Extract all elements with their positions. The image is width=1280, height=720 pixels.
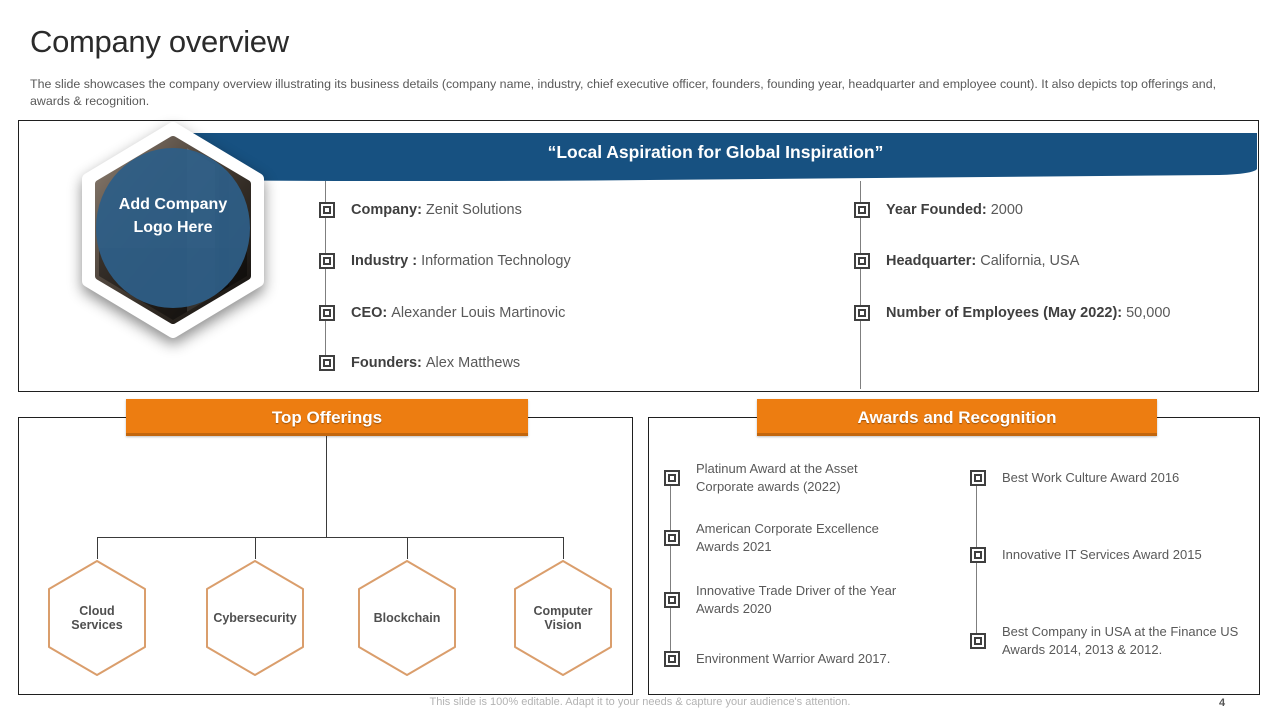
awards-panel [648, 417, 1260, 695]
square-bullet-icon [854, 253, 870, 269]
detail-row-industry: Industry :Information Technology [319, 248, 571, 274]
award-item: Best Work Culture Award 2016 [970, 458, 1242, 498]
award-text: Environment Warrior Award 2017. [696, 650, 891, 666]
award-text: Innovative IT Services Award 2015 [1002, 546, 1202, 562]
square-bullet-icon [319, 202, 335, 218]
tree-trunk-line [326, 436, 327, 537]
detail-label: Year Founded: [886, 202, 987, 218]
square-bullet-icon [664, 592, 680, 608]
detail-value: Alex Matthews [425, 355, 521, 371]
tree-stub-line [563, 537, 564, 559]
detail-value: Alexander Louis Martinovic [391, 305, 566, 321]
awards-banner: Awards and Recognition [757, 399, 1157, 436]
page-title: Company overview [30, 24, 289, 59]
top-offerings-title: Top Offerings [271, 407, 383, 427]
square-bullet-icon [854, 305, 870, 321]
detail-value: Zenit Solutions [425, 202, 522, 218]
detail-value: Information Technology [421, 253, 571, 269]
awards-title: Awards and Recognition [857, 407, 1057, 427]
logo-placeholder-text: Add Company Logo Here [118, 196, 228, 236]
detail-label: Company: [351, 202, 422, 218]
square-bullet-icon [854, 202, 870, 218]
award-item: American Corporate Excellence Awards 202… [664, 518, 911, 558]
detail-label: Industry : [351, 253, 418, 269]
tree-stub-line [97, 537, 98, 559]
tree-stub-line [255, 537, 256, 559]
square-bullet-icon [319, 355, 335, 371]
hexagon-photo-icon [82, 122, 264, 338]
detail-row-employees: Number of Employees (May 2022):50,000 [854, 300, 1170, 326]
quote-text: “Local Aspiration for Global Inspiration… [547, 142, 884, 162]
square-bullet-icon [664, 530, 680, 546]
square-bullet-icon [970, 547, 986, 563]
square-bullet-icon [319, 305, 335, 321]
offering-label: Cybersecurity [213, 611, 297, 625]
detail-label: Number of Employees (May 2022): [886, 305, 1123, 321]
square-bullet-icon [664, 651, 680, 667]
footer-note: This slide is 100% editable. Adapt it to… [429, 696, 851, 708]
offering-label: Blockchain [373, 611, 441, 625]
award-text: Best Company in USA at the Finance US Aw… [1002, 623, 1239, 657]
award-item: Environment Warrior Award 2017. [664, 639, 911, 679]
hexagon-outline-icon [206, 560, 304, 676]
tree-stub-line [407, 537, 408, 559]
tree-branch-line [97, 537, 563, 538]
detail-text: Number of Employees (May 2022):50,000 [886, 305, 1170, 321]
detail-label: Founders: [351, 355, 422, 371]
detail-row-year-founded: Year Founded:2000 [854, 197, 1023, 223]
quote-banner: “Local Aspiration for Global Inspiration… [174, 133, 1257, 181]
detail-row-headquarter: Headquarter:California, USA [854, 248, 1079, 274]
offering-hexagon-blockchain: Blockchain [354, 558, 460, 678]
detail-text: Headquarter:California, USA [886, 253, 1079, 269]
page-number: 4 [1218, 697, 1226, 709]
detail-text: Company:Zenit Solutions [351, 202, 522, 218]
detail-value: California, USA [980, 253, 1080, 269]
ribbon-shape-icon [174, 133, 1257, 181]
award-item: Innovative Trade Driver of the Year Awar… [664, 580, 911, 620]
award-item: Best Company in USA at the Finance US Aw… [970, 613, 1242, 669]
detail-text: Founders:Alex Matthews [351, 355, 520, 371]
square-bullet-icon [970, 470, 986, 486]
award-item: Innovative IT Services Award 2015 [970, 535, 1242, 575]
hexagon-outline-icon [514, 560, 612, 676]
square-bullet-icon [319, 253, 335, 269]
detail-text: Year Founded:2000 [886, 202, 1023, 218]
top-offerings-banner: Top Offerings [126, 399, 528, 436]
hexagon-outline-icon [358, 560, 456, 676]
detail-row-company: Company:Zenit Solutions [319, 197, 522, 223]
award-text: American Corporate Excellence Awards 202… [696, 520, 879, 554]
left-bullet-connector-line [325, 181, 326, 363]
detail-label: Headquarter: [886, 253, 977, 269]
company-logo-placeholder[interactable]: Add Company Logo Here [75, 120, 271, 342]
detail-label: CEO: [351, 305, 388, 321]
offering-hexagon-computer-vision: Computer Vision [510, 558, 616, 678]
detail-value: 2000 [990, 202, 1023, 218]
offering-label: Cloud Services [71, 604, 123, 632]
award-text: Platinum Award at the Asset Corporate aw… [696, 460, 858, 494]
detail-text: Industry :Information Technology [351, 253, 571, 269]
award-item: Platinum Award at the Asset Corporate aw… [664, 458, 911, 498]
page-description: The slide showcases the company overview… [30, 77, 1217, 108]
detail-text: CEO:Alexander Louis Martinovic [351, 305, 565, 321]
offering-hexagon-cloud-services: Cloud Services [44, 558, 150, 678]
offering-hexagon-cybersecurity: Cybersecurity [202, 558, 308, 678]
detail-row-founders: Founders:Alex Matthews [319, 350, 520, 376]
column-divider-line [860, 181, 861, 389]
offering-label: Computer Vision [533, 604, 593, 632]
awards-left-connector-line [670, 478, 671, 660]
hexagon-outline-icon [48, 560, 146, 676]
award-text: Innovative Trade Driver of the Year Awar… [696, 582, 897, 616]
detail-row-ceo: CEO:Alexander Louis Martinovic [319, 300, 565, 326]
award-text: Best Work Culture Award 2016 [1002, 469, 1180, 485]
square-bullet-icon [664, 470, 680, 486]
detail-value: 50,000 [1126, 305, 1171, 321]
square-bullet-icon [970, 633, 986, 649]
